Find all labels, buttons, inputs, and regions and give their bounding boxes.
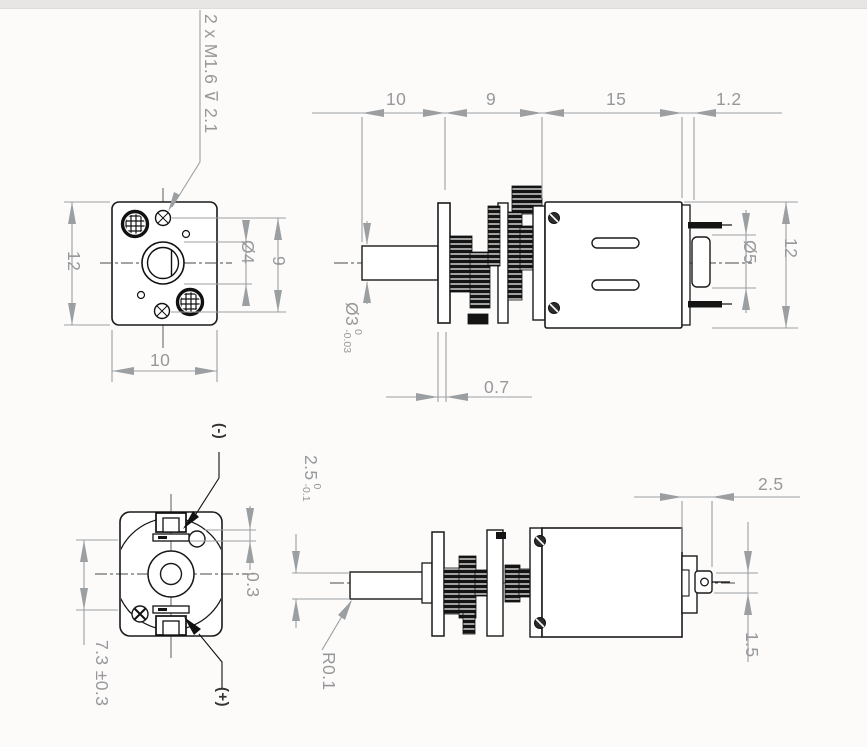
shaft-length-label: 10 (386, 89, 407, 109)
end-boss-diameter-label: Ø5 (740, 240, 760, 265)
negative-terminal-label: (-) (211, 423, 228, 440)
mounting-screw-hole-bottom (153, 302, 171, 320)
dim-body-diameter (684, 201, 798, 329)
cap-thickness-label: 1.2 (716, 89, 742, 109)
flat-tolerance-stack: 0 -0.1 (300, 483, 323, 502)
end-cap-outline (119, 511, 223, 637)
gearbox-front-plate-bottom (431, 531, 445, 637)
leader-arrow-icon (338, 600, 352, 620)
output-shaft-boss (141, 241, 185, 285)
dim-end-boss-diameter (712, 210, 756, 313)
terminal-width-label: 1.5 (742, 632, 762, 658)
vent-hole (188, 530, 206, 548)
dim-flat-width (292, 534, 350, 628)
mounting-screw-hole-top (154, 209, 172, 227)
fillet-leader (321, 600, 352, 651)
fillet-radius-label: R0.1 (319, 652, 339, 691)
dim-terminal-width (714, 522, 758, 662)
positive-leader (184, 617, 223, 688)
vent-slot-upper (591, 237, 640, 249)
alignment-hole-upper (181, 229, 191, 239)
can-screw-bottom-lower (534, 617, 546, 629)
thread-note-label: 2 x M1.6 ⊽ 2.1 (201, 14, 221, 134)
can-screw-upper (548, 212, 560, 224)
leader-arrow-icon (183, 511, 199, 529)
end-boss-notch (681, 569, 690, 597)
flat-width-label: 2.5 0 -0.1 (300, 455, 323, 502)
tab-offset-label: 0.3 (243, 572, 263, 598)
dim-front-width (111, 330, 218, 382)
gearbox-mid-plate-bottom (486, 529, 504, 637)
terminal-tab-bottom (694, 570, 730, 594)
end-cap (681, 204, 691, 326)
terminal-hole (700, 577, 709, 587)
terminal-positive (152, 605, 190, 636)
dim-shaft-diameter (363, 221, 371, 304)
dim-shoulder (386, 332, 532, 402)
bottom-view (292, 493, 800, 662)
shoulder-length-label: 0.7 (484, 377, 510, 397)
positive-terminal-label: (+) (214, 687, 231, 707)
knurled-shaft-hole-bottom-right (175, 287, 205, 317)
terminal-length-label: 2.5 (758, 474, 784, 494)
motor-terminal-pins (688, 222, 732, 308)
terminal-spacing-label: 7.3 ±0.3 (92, 640, 112, 707)
knurled-shaft-hole-top-left (120, 209, 150, 239)
front-height-label: 12 (64, 251, 84, 272)
rear-view (76, 452, 256, 688)
leader-arrow-icon (168, 192, 180, 212)
plate-tab (496, 532, 506, 539)
thread-note-leader (168, 10, 201, 212)
end-cap-boss (691, 236, 711, 288)
body-diameter-label: 12 (781, 238, 801, 259)
boss-diameter-label: Ø4 (238, 240, 258, 265)
shaft-tolerance-stack: 0 -0.03 (341, 329, 364, 354)
output-shaft-flat (349, 571, 431, 600)
bearing-hole (159, 562, 183, 586)
cross-screw (131, 605, 149, 623)
dim-terminal-length (634, 493, 800, 567)
front-width-label: 10 (150, 350, 171, 370)
dim-tab-offset (190, 506, 256, 570)
dim-boss-diameter (184, 220, 252, 306)
negative-leader (183, 452, 220, 529)
sheet-top-band (0, 0, 867, 9)
front-view (64, 10, 286, 382)
gear-train (449, 185, 543, 325)
gearbox-front-plate (437, 202, 451, 324)
motor-can-bottom (541, 527, 683, 638)
side-view (312, 109, 798, 402)
shaft-diameter-label: Ø3 0 -0.03 (341, 302, 364, 354)
motor-length-label: 15 (606, 89, 627, 109)
alignment-hole-lower (136, 290, 146, 300)
motor-front-plate (532, 205, 546, 321)
leader-arrow-icon (184, 617, 201, 635)
vent-slot-lower (591, 279, 640, 291)
dim-front-height (64, 201, 110, 326)
can-screw-lower (548, 302, 560, 314)
dim-length-chain (312, 109, 782, 242)
motor-can (544, 201, 683, 329)
screw-spacing-label: 9 (269, 256, 289, 267)
output-shaft (361, 245, 439, 281)
shaft-bushing (421, 562, 433, 604)
terminal-negative (152, 512, 190, 542)
can-screw-bottom-upper (534, 535, 546, 547)
gearbox-length-label: 9 (486, 89, 497, 109)
dim-screw-spacing (171, 217, 286, 313)
gear-train-bottom (443, 555, 531, 635)
dim-terminal-spacing (76, 539, 118, 645)
